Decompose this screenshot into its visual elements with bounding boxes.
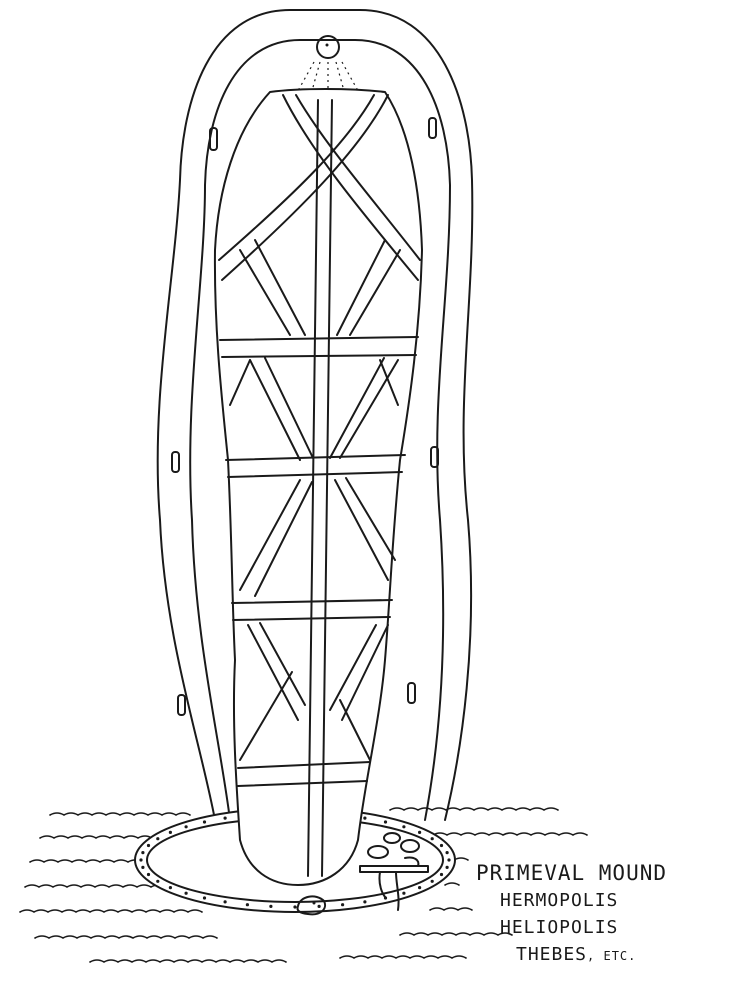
serpent-scale-dot (363, 900, 366, 903)
serpent-scale-dot (246, 903, 249, 906)
serpent-scale-dot (363, 817, 366, 820)
water-wave (445, 883, 459, 885)
caption-title: PRIMEVAL MOUND (476, 860, 732, 887)
serpent-scale-dot (431, 837, 434, 840)
serpent-scale-dot (203, 896, 206, 899)
serpent-scale-dot (418, 886, 421, 889)
water-wave (90, 960, 286, 962)
serpent-scale-dot (185, 825, 188, 828)
serpent-scale-dot (185, 892, 188, 895)
diagram-caption: PRIMEVAL MOUND HERMOPOLIS HELIOPOLIS THE… (476, 860, 732, 970)
caption-etc: , ETC. (587, 949, 636, 963)
mummy-figure (215, 89, 422, 885)
serpent-scale-dot (224, 817, 227, 820)
serpent-scale-dot (156, 837, 159, 840)
serpent-scale-dot (147, 844, 150, 847)
water-wave (20, 910, 202, 912)
serpent-scale-dot (440, 844, 443, 847)
serpent-scale-dot (141, 851, 144, 854)
caption-place-thebes-label: THEBES (516, 944, 587, 965)
serpent-scale-dot (402, 892, 405, 895)
serpent-scale-dot (203, 820, 206, 823)
serpent-scale-dot (169, 886, 172, 889)
serpent-scale-dot (139, 858, 142, 861)
water-wave (35, 936, 217, 938)
serpent-scale-dot (341, 903, 344, 906)
serpent-scale-dot (169, 831, 172, 834)
serpent-scale-dot (440, 873, 443, 876)
serpent-scale-dot (224, 900, 227, 903)
serpent-scale-dot (447, 858, 450, 861)
caption-place-hermopolis: HERMOPOLIS (500, 887, 732, 914)
water-wave (50, 813, 190, 815)
water-wave (430, 908, 472, 910)
caption-place-heliopolis: HELIOPOLIS (500, 914, 732, 941)
serpent-scale-dot (293, 905, 296, 908)
serpent-scale-dot (147, 873, 150, 876)
serpent-scale-dot (384, 820, 387, 823)
serpent-scale-dot (318, 905, 321, 908)
serpent-scale-dot (446, 866, 449, 869)
caption-place-thebes: THEBES, ETC. (516, 941, 732, 970)
water-wave (390, 808, 558, 810)
serpent-scale-dot (446, 851, 449, 854)
serpent-scale-dot (156, 880, 159, 883)
serpent-scale-dot (269, 905, 272, 908)
serpent-scale-dot (402, 825, 405, 828)
water-wave (340, 956, 466, 958)
serpent-scale-dot (431, 880, 434, 883)
serpent-scale-dot (418, 831, 421, 834)
serpent-scale-dot (141, 866, 144, 869)
